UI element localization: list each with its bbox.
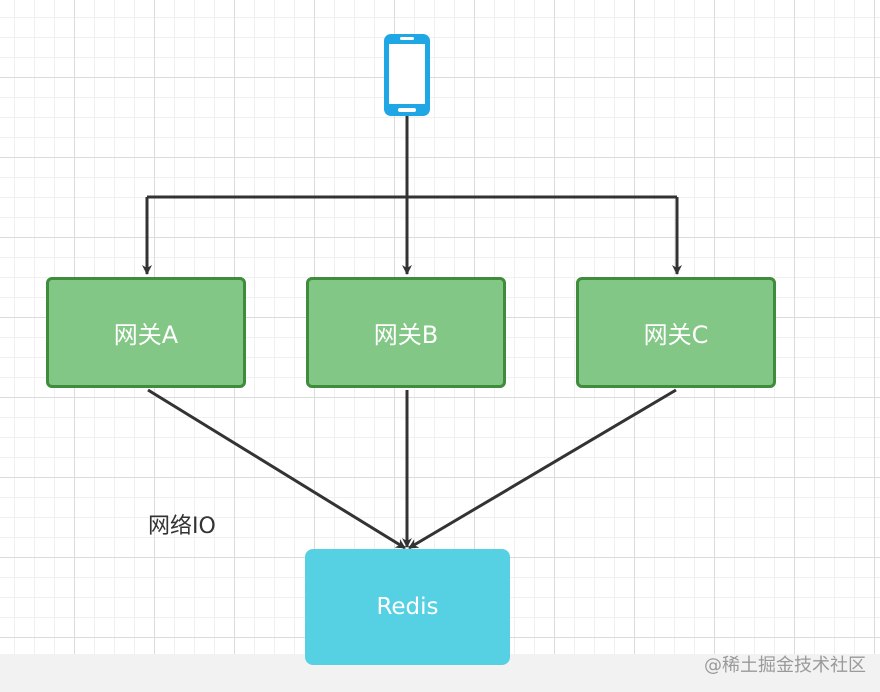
gateway-a-node: 网关A — [46, 277, 246, 388]
arrow-gateway-c-to-redis — [408, 388, 677, 550]
gateway-b-label: 网关B — [373, 321, 439, 349]
redis-label: Redis — [376, 594, 439, 620]
redis-node: Redis — [305, 549, 510, 665]
mobile-phone-icon — [383, 33, 431, 117]
gateway-b-node: 网关B — [306, 277, 506, 388]
network-io-label: 网络IO — [148, 514, 216, 539]
watermark: @稀土掘金技术社区 — [704, 655, 866, 676]
gateway-a-label: 网关A — [113, 321, 179, 349]
gateway-c-node: 网关C — [576, 277, 776, 388]
gateway-c-label: 网关C — [643, 321, 709, 349]
arrow-gateway-a-to-redis — [147, 388, 406, 550]
